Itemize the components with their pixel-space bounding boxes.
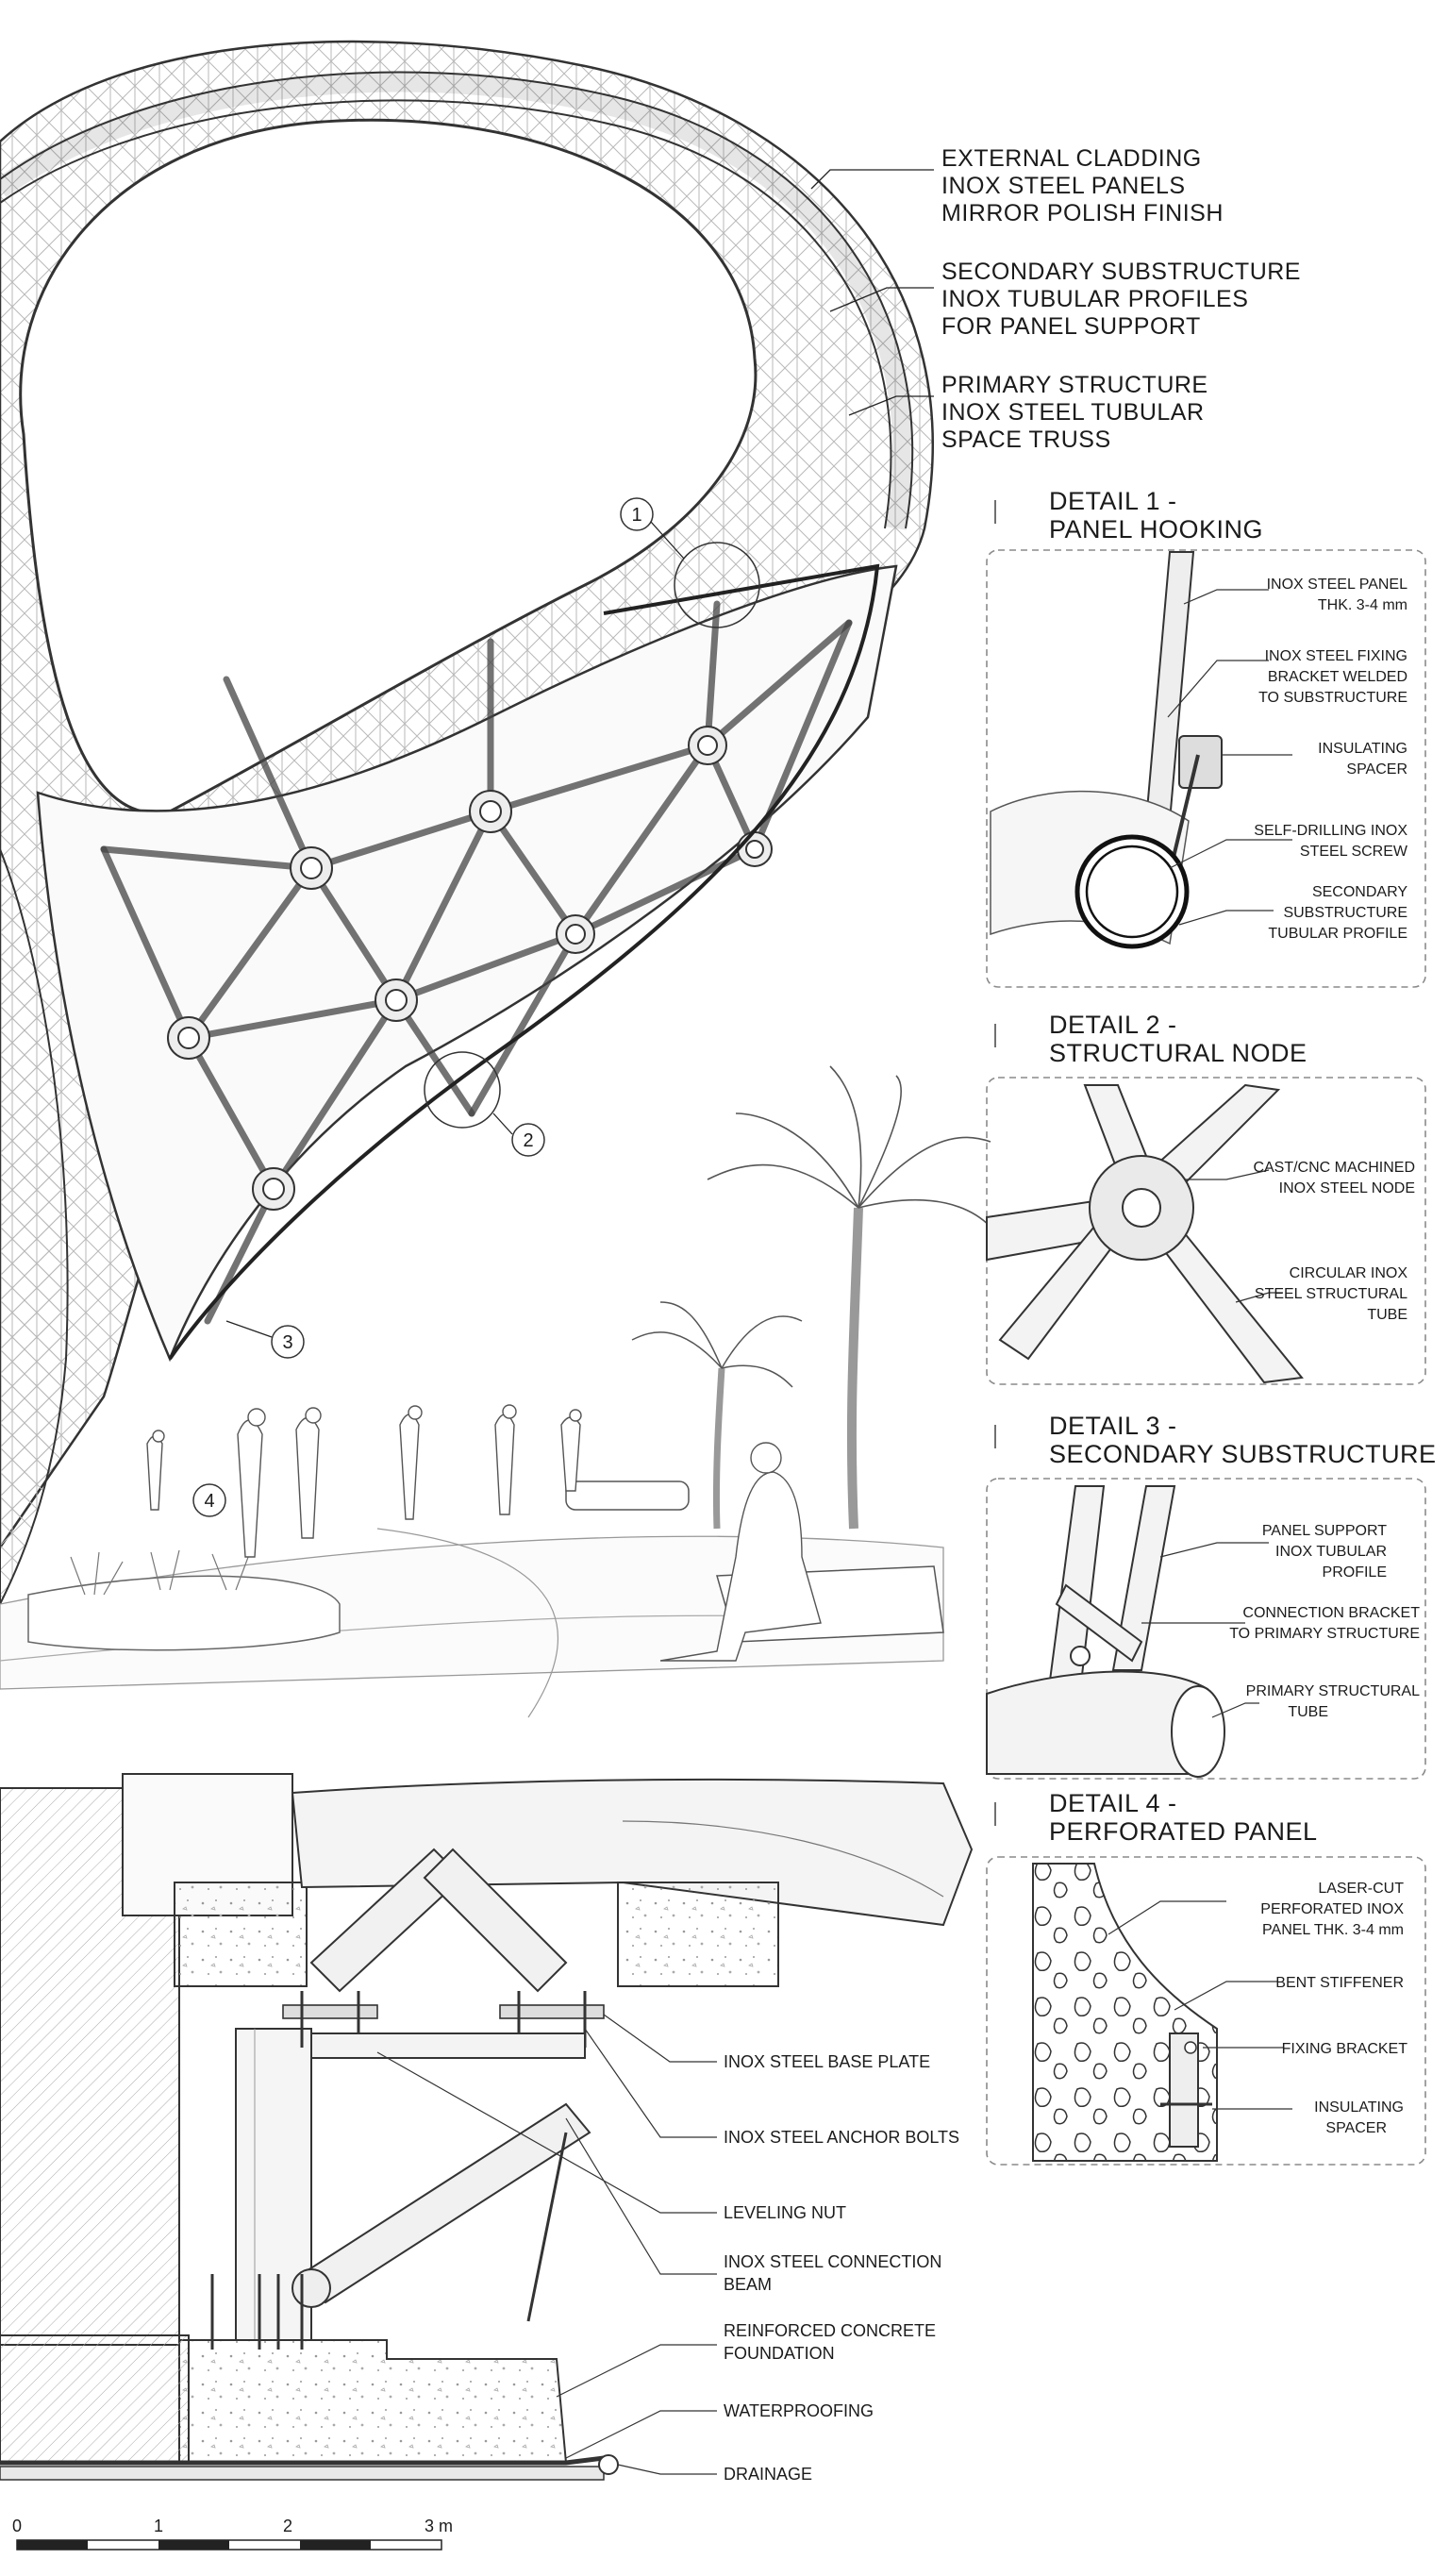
detail-1-subtitle: PANEL HOOKING: [1049, 515, 1263, 544]
svg-text:INSULATING: INSULATING: [1314, 2099, 1404, 2116]
svg-text:PERFORATED INOX: PERFORATED INOX: [1260, 1901, 1404, 1917]
label-primary-structure: PRIMARY STRUCTURE INOX STEEL TUBULAR SPA…: [848, 372, 1208, 453]
detail-1-panel-hooking: DETAIL 1 - PANEL HOOKING INOX STEEL PANE…: [986, 487, 1426, 988]
foundation-labels: INOX STEEL BASE PLATE INOX STEEL ANCHOR …: [376, 2014, 959, 2484]
detail-4-perforated-panel: DETAIL 4 - PERFORATED PANEL LASER-CUT PE…: [986, 1789, 1426, 2166]
scale-tick-1: 1: [154, 2517, 163, 2535]
callout-circles: 1 2 3 4: [192, 497, 760, 1517]
svg-text:INOX STEEL TUBULAR: INOX STEEL TUBULAR: [941, 399, 1205, 426]
svg-text:THK. 3-4 mm: THK. 3-4 mm: [1318, 597, 1407, 613]
detail-3-subtitle: SECONDARY SUBSTRUCTURE: [1049, 1440, 1437, 1468]
detail-1-title: DETAIL 1 -: [1049, 487, 1177, 515]
palm-tree: [631, 1301, 803, 1530]
svg-text:LEVELING NUT: LEVELING NUT: [724, 2203, 846, 2222]
svg-text:MIRROR POLISH FINISH: MIRROR POLISH FINISH: [941, 200, 1224, 226]
svg-text:PRIMARY STRUCTURAL: PRIMARY STRUCTURAL: [1246, 1683, 1420, 1699]
detail-4-drawing: [1032, 1863, 1218, 2162]
svg-text:SPACER: SPACER: [1325, 2120, 1387, 2136]
svg-text:INOX TUBULAR: INOX TUBULAR: [1275, 1544, 1387, 1560]
svg-text:WATERPROOFING: WATERPROOFING: [724, 2401, 874, 2420]
svg-text:REINFORCED CONCRETE: REINFORCED CONCRETE: [724, 2321, 936, 2340]
detail-2-subtitle: STRUCTURAL NODE: [1049, 1039, 1307, 1067]
svg-text:SELF-DRILLING INOX: SELF-DRILLING INOX: [1254, 823, 1407, 839]
svg-text:SECONDARY: SECONDARY: [1312, 884, 1407, 900]
detail-4-title: DETAIL 4 -: [1049, 1789, 1177, 1817]
scale-bar: 0 1 2 3 m: [12, 2517, 453, 2551]
svg-text:INOX STEEL FIXING: INOX STEEL FIXING: [1265, 648, 1407, 664]
callout-3-marker: 3: [225, 1320, 305, 1359]
detail-2-drawing: [986, 1083, 1304, 1384]
svg-text:TUBULAR PROFILE: TUBULAR PROFILE: [1268, 926, 1407, 942]
detail-4-subtitle: PERFORATED PANEL: [1049, 1817, 1318, 1846]
svg-text:1: 1: [631, 505, 641, 526]
svg-text:FIXING BRACKET: FIXING BRACKET: [1282, 2041, 1408, 2057]
svg-text:TO SUBSTRUCTURE: TO SUBSTRUCTURE: [1258, 690, 1407, 706]
svg-text:INOX TUBULAR PROFILES: INOX TUBULAR PROFILES: [941, 286, 1248, 312]
svg-text:SPACE TRUSS: SPACE TRUSS: [941, 427, 1111, 453]
svg-text:FOR PANEL SUPPORT: FOR PANEL SUPPORT: [941, 313, 1201, 340]
svg-text:4: 4: [204, 1491, 214, 1512]
scale-tick-3: 3 m: [425, 2517, 453, 2535]
svg-text:PRIMARY STRUCTURE: PRIMARY STRUCTURE: [941, 372, 1208, 398]
svg-text:INOX STEEL NODE: INOX STEEL NODE: [1279, 1180, 1415, 1196]
svg-text:INOX STEEL PANELS: INOX STEEL PANELS: [941, 173, 1186, 199]
svg-text:PROFILE: PROFILE: [1323, 1564, 1387, 1581]
svg-text:SUBSTRUCTURE: SUBSTRUCTURE: [1283, 905, 1407, 921]
svg-text:INOX STEEL ANCHOR BOLTS: INOX STEEL ANCHOR BOLTS: [724, 2128, 959, 2147]
plaza-scene: [0, 1065, 991, 1718]
svg-text:BENT STIFFENER: BENT STIFFENER: [1275, 1975, 1404, 1991]
callout-1-marker: 1: [620, 497, 685, 560]
label-secondary-substructure: SECONDARY SUBSTRUCTURE INOX TUBULAR PROF…: [829, 259, 1301, 340]
svg-text:3: 3: [282, 1332, 292, 1353]
svg-text:BEAM: BEAM: [724, 2275, 772, 2294]
palm-tree: [707, 1065, 991, 1530]
svg-text:EXTERNAL CLADDING: EXTERNAL CLADDING: [941, 145, 1202, 172]
svg-text:STEEL SCREW: STEEL SCREW: [1300, 844, 1408, 860]
svg-text:TO PRIMARY STRUCTURE: TO PRIMARY STRUCTURE: [1229, 1626, 1420, 1642]
svg-text:TUBE: TUBE: [1288, 1704, 1328, 1720]
svg-text:SPACER: SPACER: [1346, 761, 1407, 778]
svg-text:INOX STEEL PANEL: INOX STEEL PANEL: [1267, 577, 1407, 593]
scale-tick-0: 0: [12, 2517, 22, 2535]
detail-1-leaders: [1167, 589, 1292, 926]
detail-2-title: DETAIL 2 -: [1049, 1011, 1177, 1039]
foundation-section: [0, 1773, 974, 2481]
detail-2-structural-node: DETAIL 2 - STRUCTURAL NODE CAST/CNC MACH…: [986, 1011, 1426, 1385]
svg-text:PANEL SUPPORT: PANEL SUPPORT: [1262, 1523, 1387, 1539]
svg-text:TUBE: TUBE: [1367, 1307, 1407, 1323]
main-labels: EXTERNAL CLADDING INOX STEEL PANELS MIRR…: [810, 145, 1301, 453]
detail-3-drawing: [986, 1485, 1225, 1778]
svg-text:SECONDARY SUBSTRUCTURE: SECONDARY SUBSTRUCTURE: [941, 259, 1301, 285]
svg-text:2: 2: [523, 1130, 533, 1151]
svg-text:PANEL THK. 3-4 mm: PANEL THK. 3-4 mm: [1262, 1922, 1404, 1938]
callout-2-marker: 2: [492, 1112, 545, 1157]
detail-3-secondary-substructure: DETAIL 3 - SECONDARY SUBSTRUCTURE PANEL …: [986, 1412, 1437, 1780]
svg-text:CAST/CNC MACHINED: CAST/CNC MACHINED: [1253, 1160, 1415, 1176]
scale-tick-2: 2: [283, 2517, 292, 2535]
svg-text:INOX STEEL BASE PLATE: INOX STEEL BASE PLATE: [724, 2052, 930, 2071]
svg-text:DRAINAGE: DRAINAGE: [724, 2465, 812, 2484]
svg-text:INOX STEEL CONNECTION: INOX STEEL CONNECTION: [724, 2252, 941, 2271]
detail-3-title: DETAIL 3 -: [1049, 1412, 1177, 1440]
svg-text:FOUNDATION: FOUNDATION: [724, 2344, 835, 2363]
people: [146, 1404, 822, 1662]
label-external-cladding: EXTERNAL CLADDING INOX STEEL PANELS MIRR…: [810, 145, 1224, 226]
callout-4-marker: 4: [192, 1483, 226, 1517]
svg-text:CIRCULAR INOX: CIRCULAR INOX: [1290, 1265, 1408, 1281]
svg-text:CONNECTION BRACKET: CONNECTION BRACKET: [1242, 1605, 1420, 1621]
svg-text:STEEL STRUCTURAL: STEEL STRUCTURAL: [1255, 1286, 1407, 1302]
canopy-sculpture: [0, 40, 934, 1605]
svg-text:INSULATING: INSULATING: [1318, 741, 1407, 757]
svg-text:BRACKET WELDED: BRACKET WELDED: [1268, 669, 1407, 685]
detail-1-drawing: [990, 551, 1223, 949]
svg-text:LASER-CUT: LASER-CUT: [1318, 1881, 1404, 1897]
